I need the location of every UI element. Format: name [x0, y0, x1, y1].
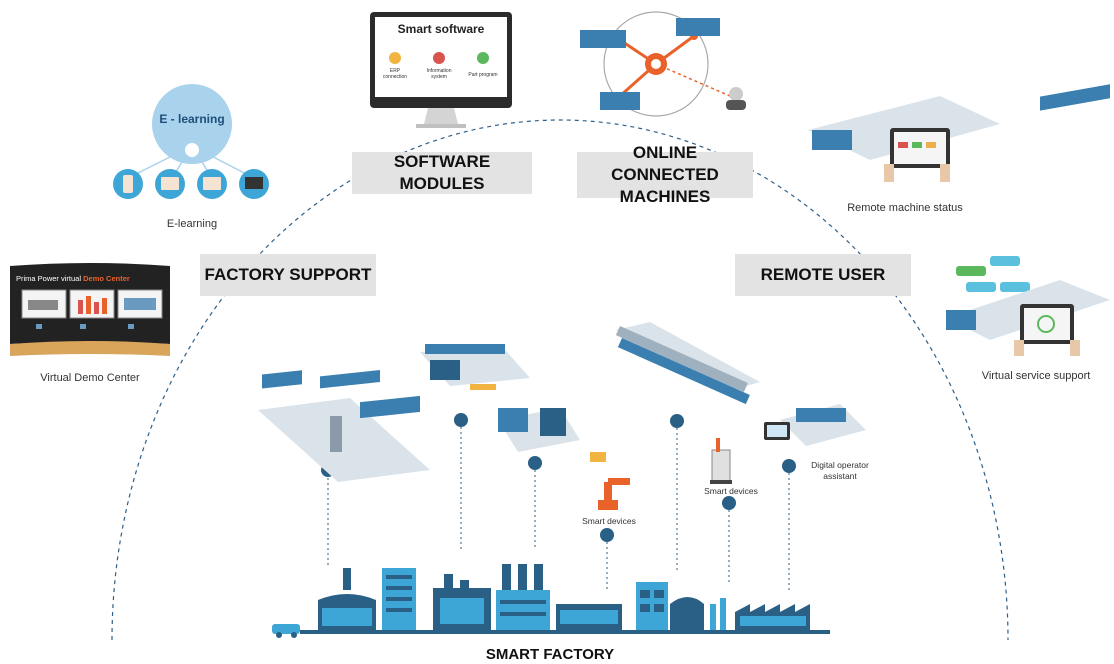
tablet-icon [161, 177, 179, 190]
dashed-arc [111, 119, 1009, 641]
phone-icon [123, 175, 133, 193]
machine-punch-center [420, 344, 530, 390]
smart-software-monitor [370, 12, 512, 128]
dot [528, 456, 542, 470]
software-modules-label: SOFTWARE MODULES [352, 152, 532, 194]
tablet-icon [203, 177, 221, 190]
connector-lines [327, 427, 790, 590]
demo-center-title: Prima Power virtual Demo Center [16, 274, 166, 283]
remote-user-label: REMOTE USER [735, 254, 911, 296]
factory-skyline [272, 564, 830, 638]
virtual-service-support-image [946, 84, 1110, 356]
smart-factory-title: SMART FACTORY [485, 646, 615, 663]
demo-center-title-prefix: Prima Power virtual [16, 274, 84, 283]
remote-machine-status-image [808, 96, 1000, 182]
dot [782, 459, 796, 473]
info-system-icon [433, 52, 445, 64]
volume-icon [80, 324, 86, 329]
monitor-title: Smart software [397, 22, 485, 36]
smart-devices-agv-caption: Smart devices [704, 486, 758, 496]
dot [600, 528, 614, 542]
machine-line-left [258, 370, 430, 482]
demo-center-screen [10, 263, 170, 356]
monitor-item-erp: ERP connection [382, 68, 408, 80]
elearning-bubble-label: E - learning [159, 112, 225, 126]
factory-support-label: FACTORY SUPPORT [200, 254, 376, 296]
erp-icon [389, 52, 401, 64]
machine-cell-center [498, 408, 606, 462]
laptop-icon [245, 177, 263, 189]
demo-center-title-accent: Demo Center [83, 274, 130, 283]
elearning-caption: E-learning [166, 218, 218, 230]
monitor-item-info: Information system [426, 68, 452, 80]
online-hub-diagram [580, 11, 746, 117]
track-icon [36, 324, 42, 329]
machine-operator-assistant [764, 404, 866, 446]
machine-long-line [615, 322, 760, 405]
dot [670, 414, 684, 428]
online-connected-machines-label: ONLINE CONNECTED MACHINES [577, 143, 753, 206]
virtual-service-support-caption: Virtual service support [981, 370, 1091, 382]
cloud-icon [185, 143, 199, 157]
monitor-item-part-program: Part program [468, 72, 498, 78]
car-icon [272, 624, 300, 634]
dot [454, 413, 468, 427]
play-icon [128, 324, 134, 329]
dot [722, 496, 736, 510]
elearning-network [113, 84, 269, 199]
virtual-demo-center-caption: Virtual Demo Center [40, 372, 140, 384]
digital-operator-assistant-caption: Digital operator assistant [811, 460, 869, 481]
robot-arm-icon [598, 478, 630, 510]
smart-devices-robot-caption: Smart devices [582, 516, 636, 526]
remote-machine-status-caption: Remote machine status [847, 202, 963, 214]
agv-icon [710, 438, 732, 484]
support-person-icon [729, 87, 743, 101]
part-program-icon [477, 52, 489, 64]
